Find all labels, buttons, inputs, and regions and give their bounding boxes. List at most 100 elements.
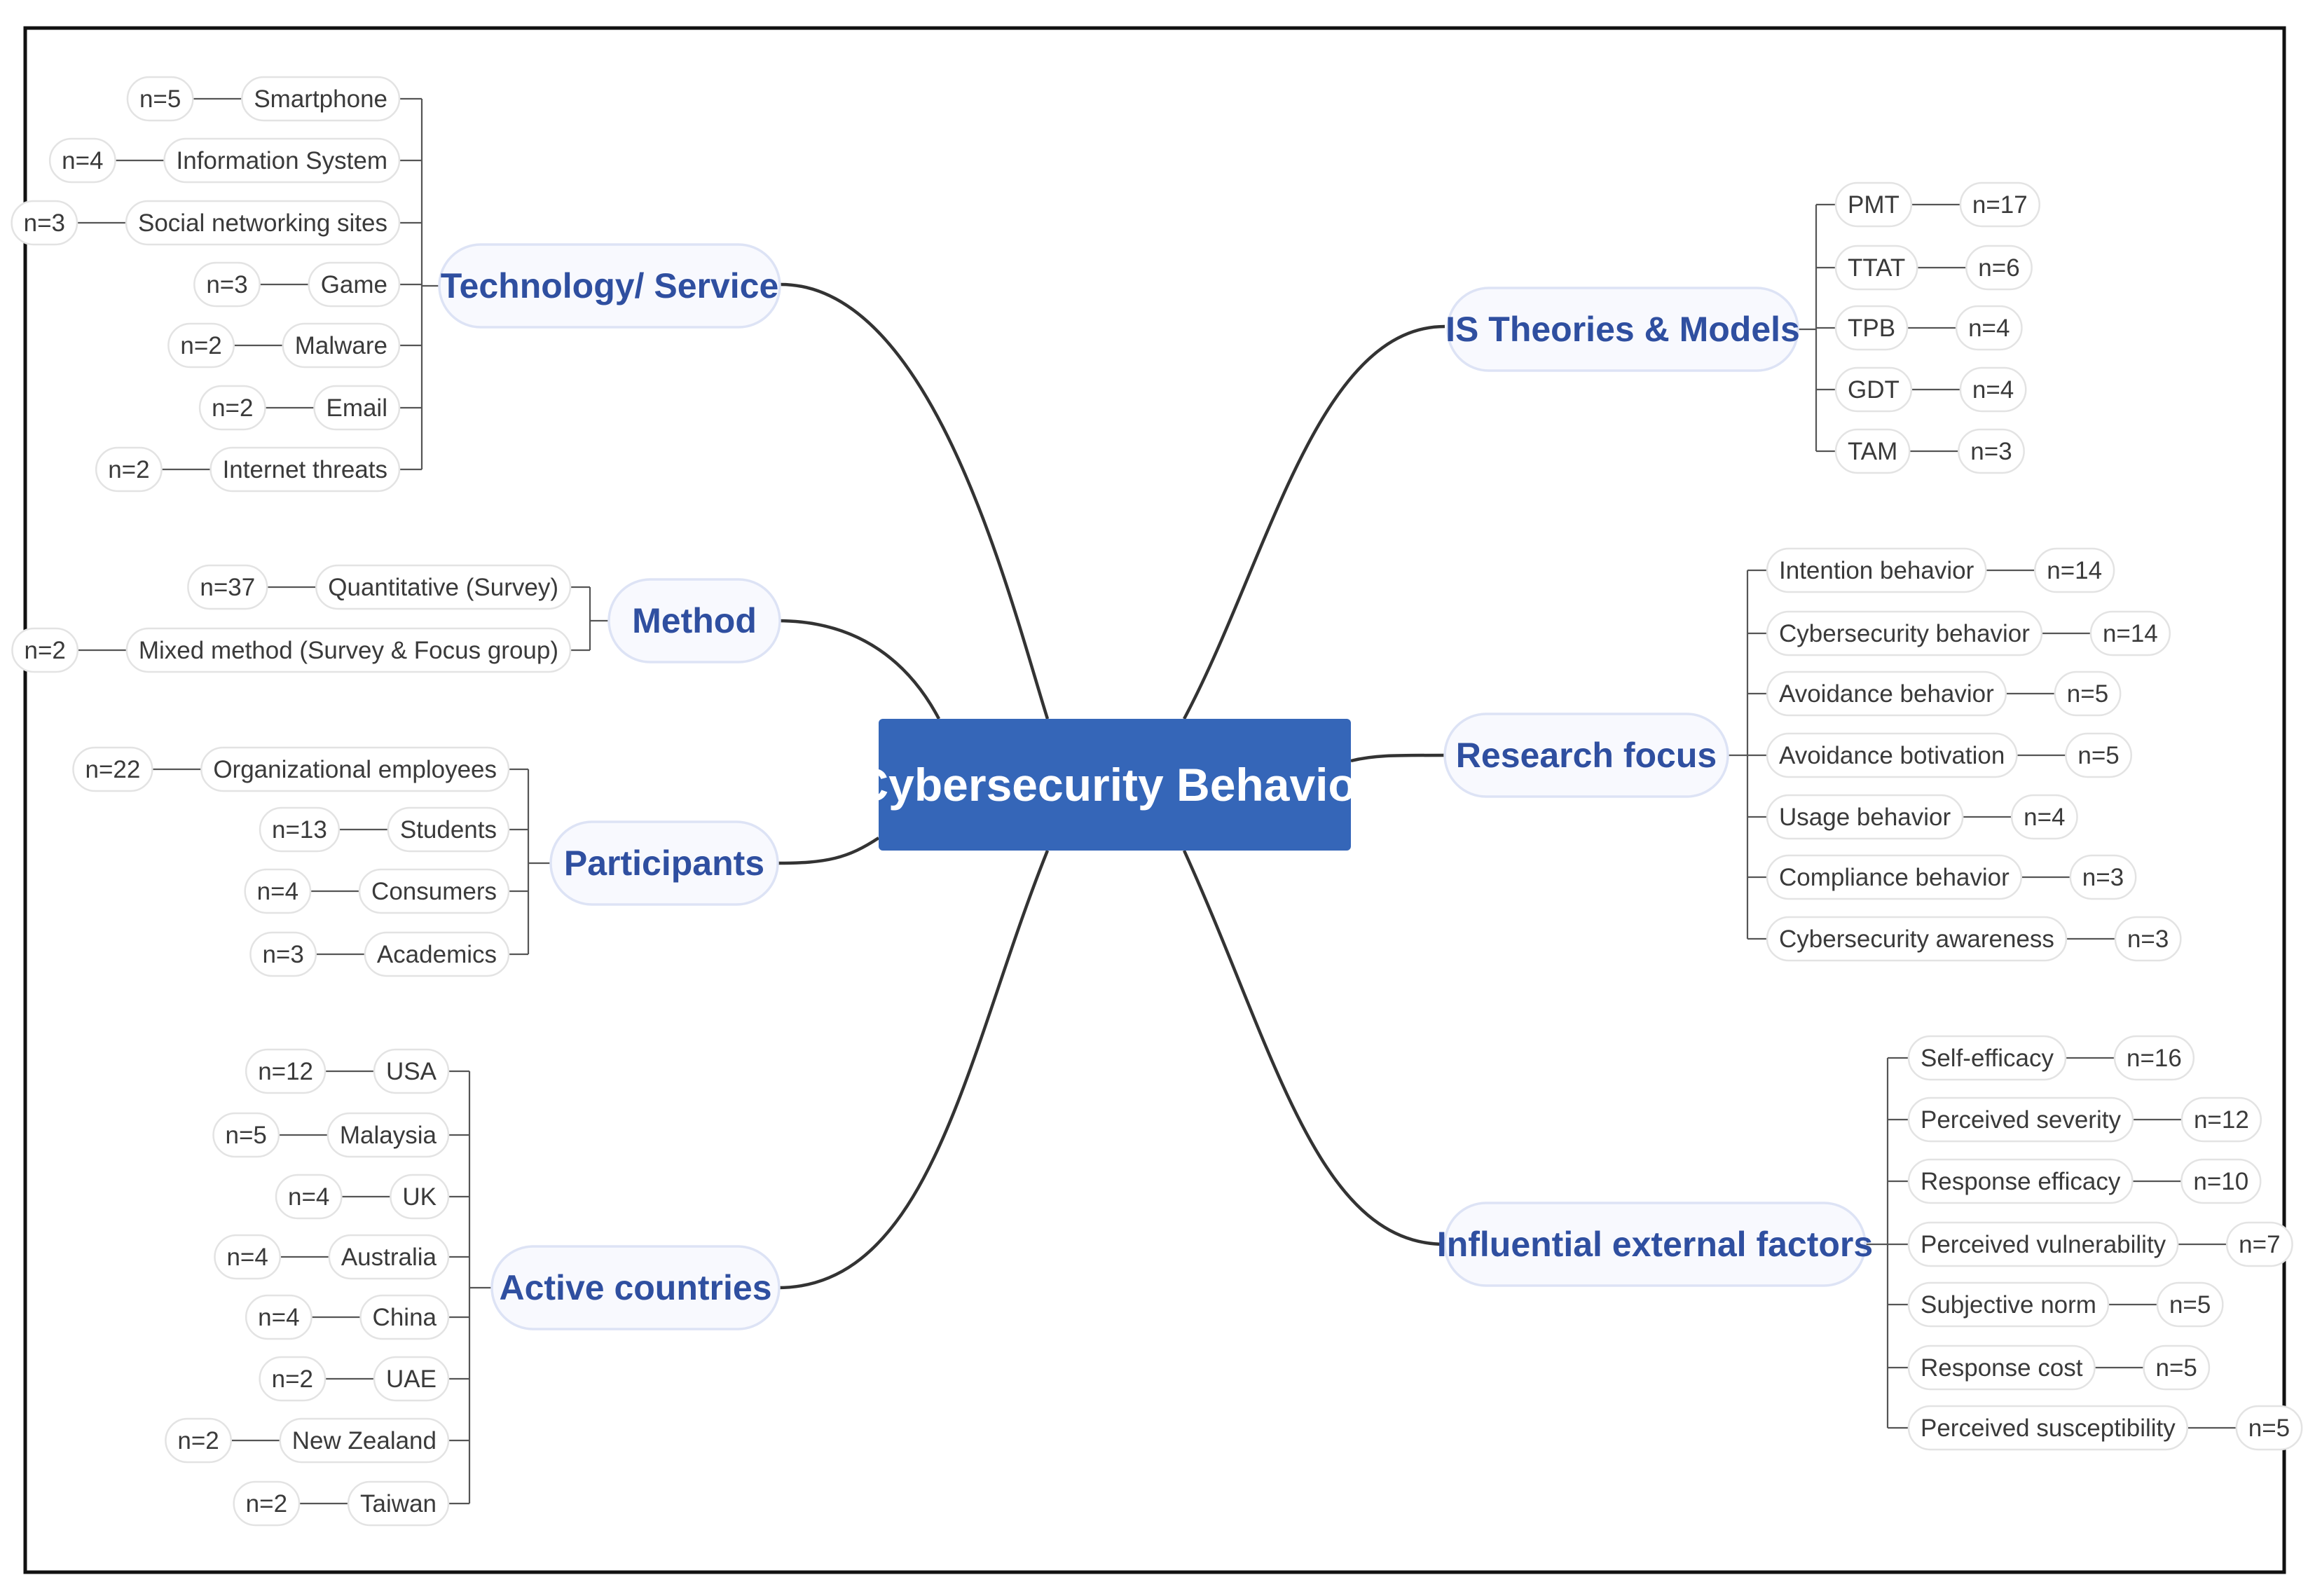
- count-new-zealand: n=2: [165, 1417, 233, 1464]
- branch-method-bg: [607, 578, 781, 663]
- item-internet-threats: Internet threats: [209, 446, 401, 493]
- item-subjective-norm-bg: [1907, 1281, 2110, 1328]
- item-response-efficacy-text: Response efficacy: [1921, 1168, 2121, 1195]
- count-subjective-norm: n=5: [2156, 1281, 2224, 1328]
- item-game: Game: [308, 261, 401, 308]
- item-pmt: PMT: [1834, 181, 1913, 228]
- count-cybersecurity-awareness-bg: [2114, 916, 2182, 962]
- item-australia-text: Australia: [341, 1244, 437, 1271]
- count-smartphone-bg: [126, 76, 194, 122]
- item-cybersecurity-awareness-text: Cybersecurity awareness: [1779, 926, 2054, 953]
- count-students-text: n=13: [272, 816, 327, 844]
- count-quantitative-survey: n=37: [187, 564, 268, 610]
- item-perceived-severity: Perceived severity: [1907, 1096, 2134, 1143]
- count-subjective-norm-text: n=5: [2169, 1291, 2211, 1319]
- item-intention-behavior: Intention behavior: [1766, 547, 1987, 593]
- item-self-efficacy-bg: [1907, 1035, 2067, 1081]
- count-tam-text: n=3: [1970, 438, 2012, 465]
- item-social-networking-sites-bg: [125, 200, 401, 246]
- count-quantitative-survey-text: n=37: [200, 574, 255, 601]
- count-usa-bg: [245, 1048, 327, 1094]
- count-consumers-bg: [244, 868, 312, 914]
- item-social-networking-sites: Social networking sites: [125, 200, 401, 246]
- item-uae-text: UAE: [386, 1365, 437, 1393]
- count-mixed-method-survey-focus-group-bg: [11, 627, 79, 673]
- branch-participants-label: Participants: [564, 844, 764, 883]
- count-information-system-bg: [48, 137, 116, 184]
- count-perceived-susceptibility-bg: [2235, 1405, 2303, 1451]
- item-tam: TAM: [1834, 428, 1911, 474]
- branch-method: Method: [607, 578, 781, 663]
- item-gdt-text: GDT: [1848, 376, 1900, 404]
- count-organizational-employees-text: n=22: [85, 756, 140, 783]
- count-ttat-text: n=6: [1978, 254, 2019, 282]
- item-uk-bg: [390, 1174, 450, 1220]
- item-tpb-text: TPB: [1848, 315, 1895, 342]
- item-taiwan: Taiwan: [347, 1480, 450, 1527]
- item-smartphone: Smartphone: [241, 76, 401, 122]
- item-avoidance-botivation-text: Avoidance botivation: [1779, 742, 2005, 769]
- count-academics-bg: [249, 931, 317, 977]
- count-uae-text: n=2: [272, 1365, 313, 1393]
- count-internet-threats: n=2: [95, 446, 163, 493]
- branch-participants: Participants: [549, 820, 779, 906]
- count-usage-behavior: n=4: [2010, 794, 2078, 840]
- item-perceived-susceptibility-bg: [1907, 1405, 2189, 1451]
- count-avoidance-behavior: n=5: [2054, 670, 2122, 717]
- count-uae-bg: [259, 1356, 327, 1402]
- item-internet-threats-text: Internet threats: [223, 456, 387, 483]
- item-usa-bg: [373, 1048, 450, 1094]
- item-uae-bg: [373, 1356, 450, 1402]
- item-uk: UK: [390, 1174, 450, 1220]
- item-new-zealand: New Zealand: [279, 1417, 450, 1464]
- item-china-bg: [359, 1294, 450, 1340]
- item-usage-behavior-text: Usage behavior: [1779, 804, 1951, 831]
- count-australia-bg: [214, 1234, 282, 1280]
- count-new-zealand-bg: [165, 1417, 233, 1464]
- item-gdt-bg: [1834, 366, 1913, 413]
- item-students-bg: [387, 806, 510, 853]
- item-avoidance-behavior-bg: [1766, 670, 2007, 717]
- item-response-cost-bg: [1907, 1344, 2096, 1391]
- item-information-system-text: Information System: [177, 147, 388, 174]
- count-social-networking-sites-text: n=3: [24, 209, 65, 237]
- branch-method-label: Method: [632, 601, 757, 640]
- count-response-cost-bg: [2143, 1344, 2211, 1391]
- count-game-text: n=3: [206, 271, 247, 298]
- item-avoidance-botivation: Avoidance botivation: [1766, 732, 2018, 778]
- branch-technology-bg: [438, 243, 781, 329]
- count-australia: n=4: [214, 1234, 282, 1280]
- item-intention-behavior-text: Intention behavior: [1779, 557, 1974, 584]
- count-tam: n=3: [1958, 428, 2025, 474]
- item-information-system: Information System: [163, 137, 401, 184]
- item-malaysia: Malaysia: [327, 1112, 450, 1158]
- item-cybersecurity-behavior: Cybersecurity behavior: [1766, 610, 2043, 656]
- branch-research-label: Research focus: [1456, 736, 1717, 775]
- item-response-cost-text: Response cost: [1921, 1354, 2083, 1382]
- count-tpb-bg: [1955, 305, 2023, 351]
- item-organizational-employees-bg: [200, 746, 510, 792]
- count-cybersecurity-awareness-text: n=3: [2127, 926, 2169, 953]
- count-organizational-employees-bg: [72, 746, 153, 792]
- item-cybersecurity-behavior-bg: [1766, 610, 2043, 656]
- count-information-system: n=4: [48, 137, 116, 184]
- count-tam-bg: [1958, 428, 2025, 474]
- count-smartphone-text: n=5: [139, 85, 181, 113]
- count-perceived-vulnerability-bg: [2225, 1221, 2293, 1267]
- count-response-efficacy: n=10: [2180, 1158, 2262, 1204]
- count-internet-threats-bg: [95, 446, 163, 493]
- item-pmt-text: PMT: [1848, 191, 1900, 219]
- count-malware-bg: [167, 322, 235, 369]
- item-malware: Malware: [282, 322, 401, 369]
- count-perceived-vulnerability-text: n=7: [2239, 1231, 2280, 1258]
- item-mixed-method-survey-focus-group-text: Mixed method (Survey & Focus group): [139, 637, 558, 664]
- item-cybersecurity-behavior-text: Cybersecurity behavior: [1779, 620, 2030, 647]
- item-malware-bg: [282, 322, 401, 369]
- count-uae: n=2: [259, 1356, 327, 1402]
- item-cybersecurity-awareness-bg: [1766, 916, 2068, 962]
- count-usage-behavior-bg: [2010, 794, 2078, 840]
- item-tam-bg: [1834, 428, 1911, 474]
- count-taiwan-bg: [233, 1480, 301, 1527]
- count-mixed-method-survey-focus-group-text: n=2: [24, 637, 65, 664]
- item-tam-text: TAM: [1848, 438, 1897, 465]
